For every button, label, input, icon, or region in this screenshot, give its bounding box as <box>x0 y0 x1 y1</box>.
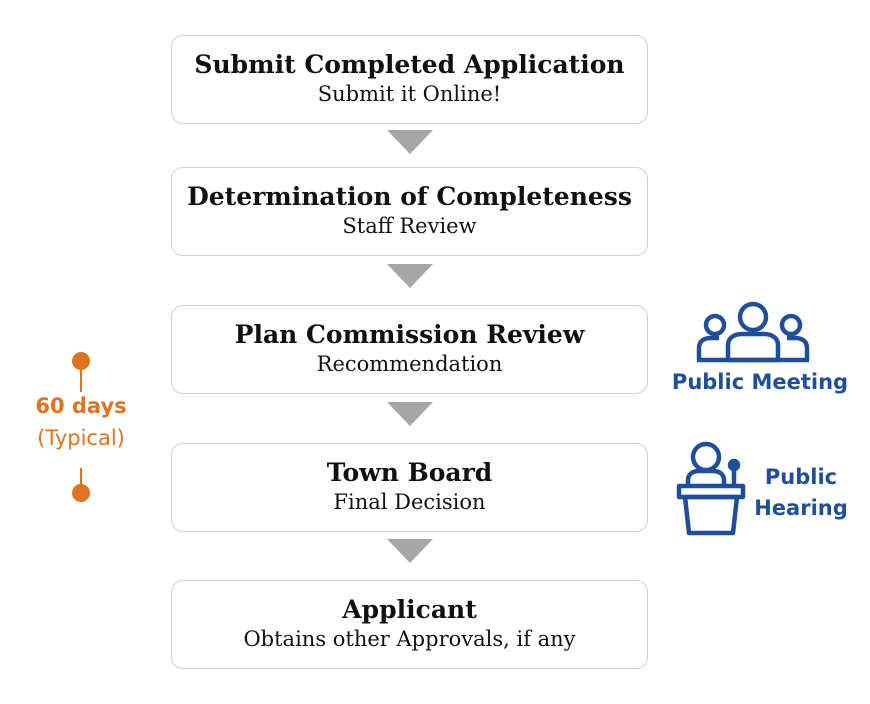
step-determination-completeness: Determination of Completeness Staff Revi… <box>171 167 648 256</box>
step-subtitle: Obtains other Approvals, if any <box>243 627 576 651</box>
timeline-duration: 60 days <box>35 394 127 418</box>
public-meeting-label: Public Meeting <box>671 370 849 394</box>
step-subtitle: Submit it Online! <box>317 82 502 106</box>
step-subtitle: Staff Review <box>342 214 477 238</box>
step-title: Applicant <box>342 595 477 624</box>
timeline-qualifier: (Typical) <box>37 426 125 450</box>
public-hearing-label-line1: Public <box>764 465 838 489</box>
step-submit-application: Submit Completed Application Submit it O… <box>171 35 648 124</box>
step-subtitle: Recommendation <box>316 352 503 376</box>
timeline-connector <box>72 352 90 502</box>
step-plan-commission-review: Plan Commission Review Recommendation <box>171 305 648 394</box>
step-subtitle: Final Decision <box>333 490 486 514</box>
down-arrow-icon <box>387 130 433 154</box>
podium-speaker-icon <box>676 441 746 536</box>
public-hearing-label-line2: Hearing <box>754 496 848 520</box>
step-title: Submit Completed Application <box>194 50 625 79</box>
step-town-board: Town Board Final Decision <box>171 443 648 532</box>
step-applicant: Applicant Obtains other Approvals, if an… <box>171 580 648 669</box>
down-arrow-icon <box>387 539 433 563</box>
step-title: Plan Commission Review <box>234 320 585 349</box>
step-title: Town Board <box>326 458 493 487</box>
step-title: Determination of Completeness <box>187 182 632 211</box>
down-arrow-icon <box>387 402 433 426</box>
timeline: 60 days (Typical) <box>0 340 162 510</box>
people-group-icon <box>696 301 810 363</box>
down-arrow-icon <box>387 264 433 288</box>
